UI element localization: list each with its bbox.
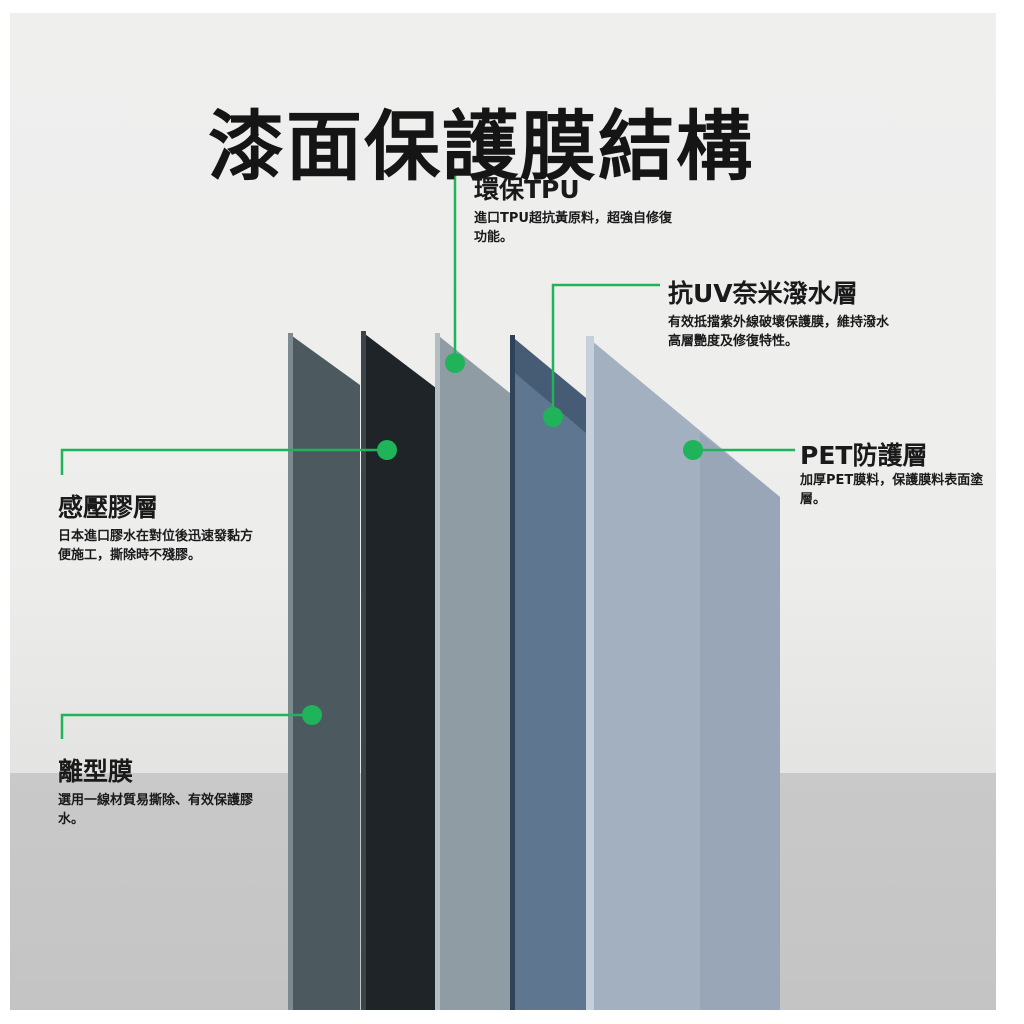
dot-tpu — [445, 353, 465, 373]
sheet-uv-coating — [510, 335, 586, 1010]
sheet-tpu — [435, 333, 510, 1010]
label-tpu: 環保TPU 進口TPU超抗黃原料，超強自修復功能。 — [474, 175, 674, 247]
sheet-release-film — [288, 333, 360, 1010]
dot-release — [302, 705, 322, 725]
leader-release — [60, 713, 312, 739]
label-release-film-heading: 離型膜 — [58, 757, 134, 786]
dot-adhesive — [377, 440, 397, 460]
label-release-film: 離型膜 選用一線材質易撕除、有效保護膠水。 — [58, 757, 258, 829]
label-pet-heading: PET防護層 — [800, 441, 928, 470]
label-adhesive: 感壓膠層 日本進口膠水在對位後迅速發黏方便施工，撕除時不殘膠。 — [58, 493, 258, 565]
leader-uv — [551, 283, 660, 417]
dot-uv — [543, 407, 563, 427]
dot-pet — [683, 440, 703, 460]
label-uv-desc: 有效抵擋紫外線破壞保護膜，維持潑水高層艷度及修復特性。 — [668, 315, 890, 349]
label-uv: 抗UV奈米潑水層 有效抵擋紫外線破壞保護膜，維持潑水高層艷度及修復特性。 — [668, 279, 898, 351]
label-adhesive-heading: 感壓膠層 — [58, 493, 159, 522]
label-tpu-desc: 進口TPU超抗黃原料，超強自修復功能。 — [474, 211, 672, 245]
label-adhesive-desc: 日本進口膠水在對位後迅速發黏方便施工，撕除時不殘膠。 — [58, 529, 254, 563]
label-release-film-desc: 選用一線材質易撕除、有效保護膠水。 — [58, 793, 254, 827]
label-tpu-heading: 環保TPU — [474, 175, 580, 204]
label-pet-desc: 加厚PET膜料，保護膜料表面塗層。 — [800, 473, 984, 507]
infographic-canvas: 漆面保護膜結構 環保TPU 進口TPU超抗黃原料，超強自修復功能。 抗UV奈米潑… — [10, 13, 996, 1010]
label-pet: PET防護層 加厚PET膜料，保護膜料表面塗層。 — [800, 441, 996, 509]
leader-dots — [302, 353, 703, 725]
label-uv-heading: 抗UV奈米潑水層 — [668, 279, 858, 308]
sheet-adhesive — [361, 331, 436, 1010]
sheet-pet — [586, 336, 780, 1010]
layer-illustration — [60, 175, 795, 1010]
leader-adhesive — [60, 448, 387, 475]
leader-lines — [60, 175, 795, 739]
page-title: 漆面保護膜結構 — [208, 102, 754, 191]
